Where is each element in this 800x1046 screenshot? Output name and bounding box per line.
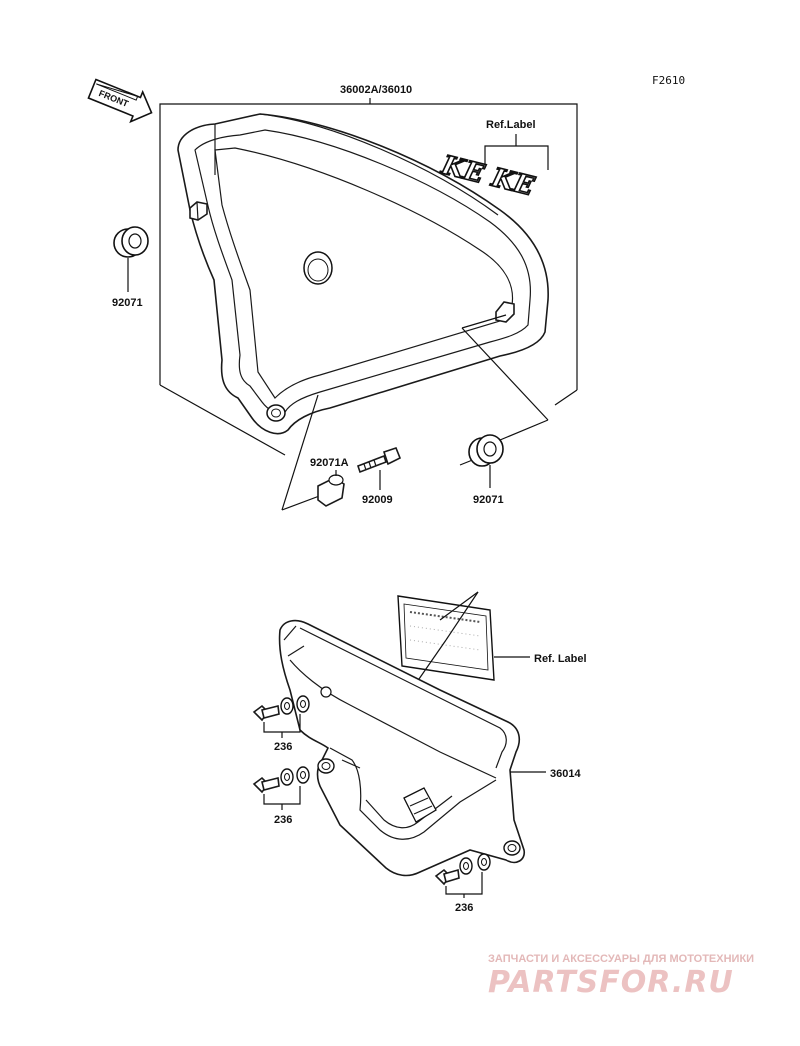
bolt-set-3 bbox=[434, 853, 491, 886]
washer-icon bbox=[280, 697, 294, 715]
diagram-code: F2610 bbox=[652, 74, 685, 87]
leader-line bbox=[159, 384, 286, 456]
washer-icon bbox=[477, 853, 491, 871]
grommet-right-label: 92071 bbox=[473, 494, 504, 506]
chain-guard-part-number: 36014 bbox=[550, 768, 581, 780]
washer-icon bbox=[296, 766, 310, 784]
bolt-set-2 bbox=[252, 766, 310, 794]
chain-guard-ref-label: Ref. Label bbox=[534, 653, 587, 665]
chain-guard-part bbox=[278, 619, 526, 877]
watermark-logo: PARTSFOR.RU bbox=[488, 965, 734, 1000]
washer-icon bbox=[296, 695, 310, 713]
leader-line bbox=[445, 591, 479, 641]
grommet-right-part bbox=[468, 434, 504, 467]
washer-icon bbox=[459, 857, 473, 875]
washer-icon bbox=[280, 768, 294, 786]
grommet-left-part bbox=[113, 226, 149, 258]
leader-line bbox=[461, 327, 549, 421]
side-cover-bracket bbox=[159, 103, 578, 390]
watermark-tagline: ЗАПЧАСТИ И АКСЕССУАРЫ ДЛЯ МОТОТЕХНИКИ bbox=[488, 953, 754, 965]
collar-part bbox=[317, 474, 345, 507]
side-cover-ref-label: Ref.Label bbox=[486, 119, 536, 131]
side-cover-part bbox=[177, 113, 549, 435]
bolt-part bbox=[356, 447, 402, 474]
grommet-left-label: 92071 bbox=[112, 297, 143, 309]
bolt-set-1 bbox=[252, 695, 310, 722]
ref-label-card bbox=[397, 595, 495, 681]
bolt-set-1-label: 236 bbox=[274, 741, 292, 753]
bolt-label: 92009 bbox=[362, 494, 393, 506]
collar-label: 92071A bbox=[310, 457, 349, 469]
bolt-set-2-label: 236 bbox=[274, 814, 292, 826]
side-cover-part-number: 36002A/36010 bbox=[340, 84, 412, 96]
bolt-set-3-label: 236 bbox=[455, 902, 473, 914]
leader-line bbox=[499, 419, 549, 441]
leader-line bbox=[281, 394, 319, 511]
leader-line bbox=[461, 314, 507, 329]
front-arrow-icon: FRONT bbox=[87, 78, 153, 124]
mounting-hole bbox=[303, 251, 333, 285]
leader-line bbox=[554, 389, 578, 406]
